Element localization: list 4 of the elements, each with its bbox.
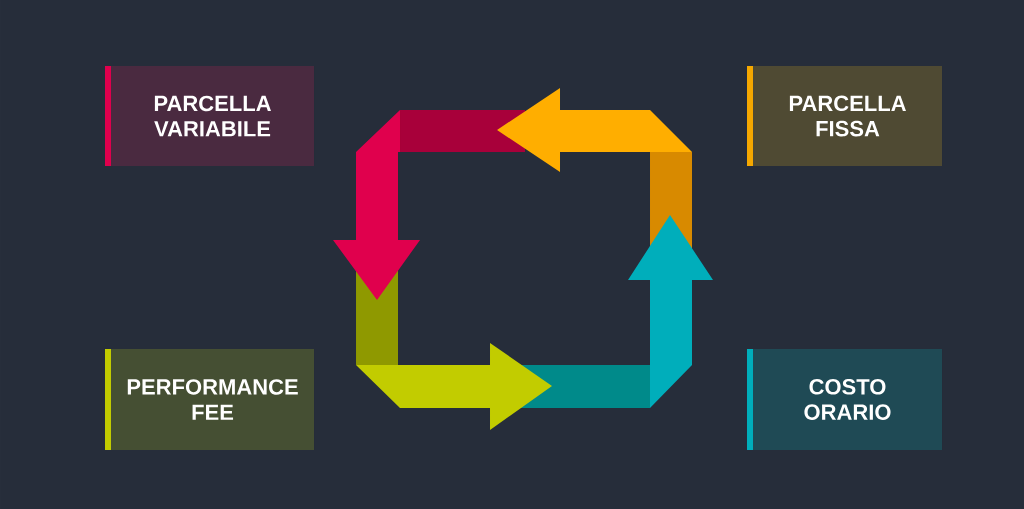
label-box: PARCELLA VARIABILE xyxy=(105,66,314,166)
label-box: PERFORMANCE FEE xyxy=(105,349,314,450)
label-box: PARCELLA FISSA xyxy=(747,66,942,166)
label-box: COSTO ORARIO xyxy=(747,349,942,450)
